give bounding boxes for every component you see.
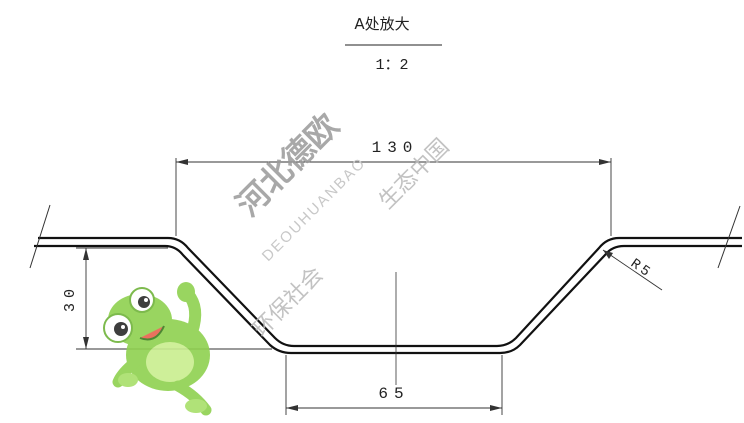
radius-text: R5 bbox=[627, 256, 655, 282]
dim-65-arrow-right bbox=[490, 405, 502, 411]
profile-outer-line bbox=[38, 236, 742, 348]
right-break-line bbox=[717, 205, 741, 269]
frog-mascot-logo bbox=[103, 282, 212, 416]
detail-label: A处放大 bbox=[354, 15, 409, 33]
dim-30-arrow-top bbox=[83, 248, 89, 260]
radius-arrow bbox=[603, 250, 613, 259]
profile-inner-line bbox=[34, 244, 742, 355]
dim-30-text: 30 bbox=[62, 284, 79, 312]
left-break-line bbox=[29, 204, 51, 269]
dim-30-arrow-bottom bbox=[83, 337, 89, 349]
dim-65-text: 65 bbox=[378, 385, 409, 403]
scale-label: 1：2 bbox=[375, 57, 408, 74]
radius-leader bbox=[602, 249, 663, 291]
dim-130-text: 130 bbox=[372, 139, 419, 157]
dim-65-arrow-left bbox=[286, 405, 298, 411]
dim-130-arrow-right bbox=[599, 159, 611, 165]
dim-130-arrow-left bbox=[176, 159, 188, 165]
watermark-slogan-left: 环保社会 bbox=[249, 262, 329, 342]
